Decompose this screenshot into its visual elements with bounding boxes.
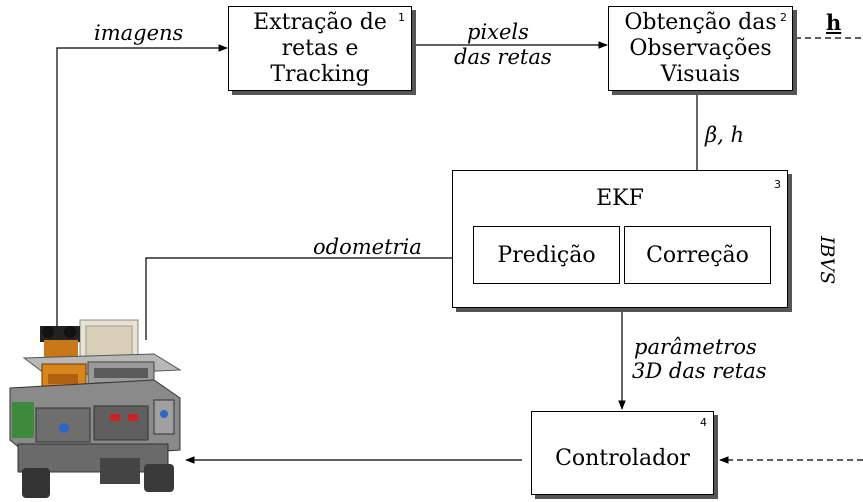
block-number-3: 3 (774, 178, 781, 191)
block-observacoes-line-1: Obtenção das (624, 10, 777, 35)
block-number-4: 4 (700, 416, 707, 429)
label-h-underline: h (826, 10, 842, 35)
label-beta-h: β, h (705, 123, 745, 147)
ekf-predicao: Predição (473, 226, 620, 284)
block-number-1: 1 (398, 11, 405, 24)
arrow-imagens (56, 44, 228, 330)
label-imagens: imagens (94, 21, 184, 45)
block-observacoes-line-3: Visuais (660, 62, 741, 87)
ekf-correcao: Correção (624, 226, 771, 284)
label-odometria: odometria (313, 235, 422, 259)
block-controlador: 4 Controlador (531, 411, 714, 495)
block-observacoes: 2 Obtenção das Observações Visuais (608, 6, 793, 91)
label-ibvs-side: IBVS (816, 236, 838, 285)
block-extracao-line-1: Extração de (253, 10, 387, 35)
block-observacoes-line-2: Observações (629, 36, 772, 61)
label-das-retas: das retas (454, 45, 552, 69)
label-pixels: pixels (467, 20, 529, 44)
label-parametros: parâmetros (634, 335, 757, 359)
controlador-label: Controlador (555, 446, 690, 471)
block-number-2: 2 (780, 11, 787, 24)
ekf-title: EKF (596, 186, 644, 211)
block-extracao: 1 Extração de retas e Tracking (228, 6, 412, 91)
arrow-odometria (145, 254, 471, 340)
robot-image (9, 319, 182, 498)
label-3d-das-retas: 3D das retas (632, 359, 767, 383)
block-extracao-line-2: retas e (281, 36, 359, 61)
block-extracao-line-3: Tracking (270, 62, 370, 87)
